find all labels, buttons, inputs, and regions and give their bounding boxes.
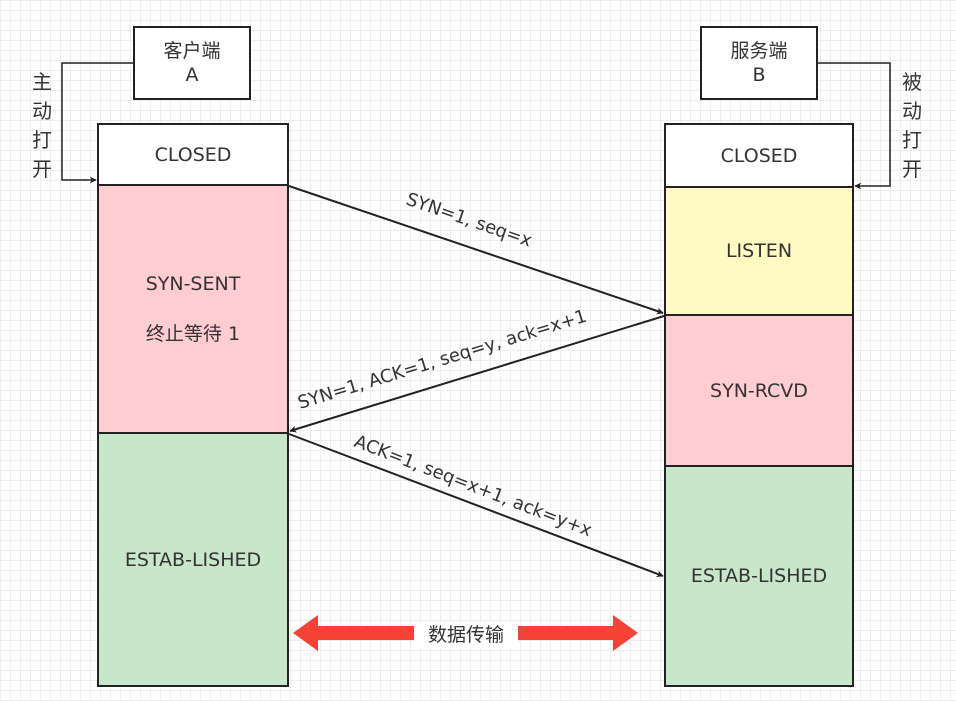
client-state-established: ESTAB-LISHED (97, 432, 289, 687)
server-header: 服务端 B (700, 26, 818, 100)
server-open-connector (818, 62, 891, 190)
syn-arrow (288, 185, 664, 315)
server-state-listen: LISTEN (664, 186, 854, 316)
client-id: A (185, 64, 199, 86)
server-title: 服务端 (730, 40, 788, 62)
server-id: B (752, 64, 766, 86)
client-state-syn-sent-sub: 终止等待 1 (145, 323, 241, 345)
server-state-established: ESTAB-LISHED (664, 465, 854, 687)
ack-label: ACK=1, seq=x+1, ack=y+x (351, 431, 595, 541)
syn-ack-arrow (289, 315, 665, 433)
syn-ack-label: SYN=1, ACK=1, seq=y, ack=x+1 (295, 306, 589, 414)
ack-arrow (288, 433, 664, 578)
data-transfer-label: 数据传输 (414, 622, 518, 648)
client-state-syn-sent: SYN-SENT 终止等待 1 (97, 184, 289, 434)
syn-label: SYN=1, seq=x (403, 189, 534, 252)
client-header: 客户端 A (133, 26, 251, 100)
client-open-connector (61, 62, 133, 184)
server-passive-open-label: 被 动 打 开 (902, 70, 922, 181)
client-active-open-label: 主 动 打 开 (32, 70, 52, 181)
client-title: 客户端 (163, 40, 221, 62)
